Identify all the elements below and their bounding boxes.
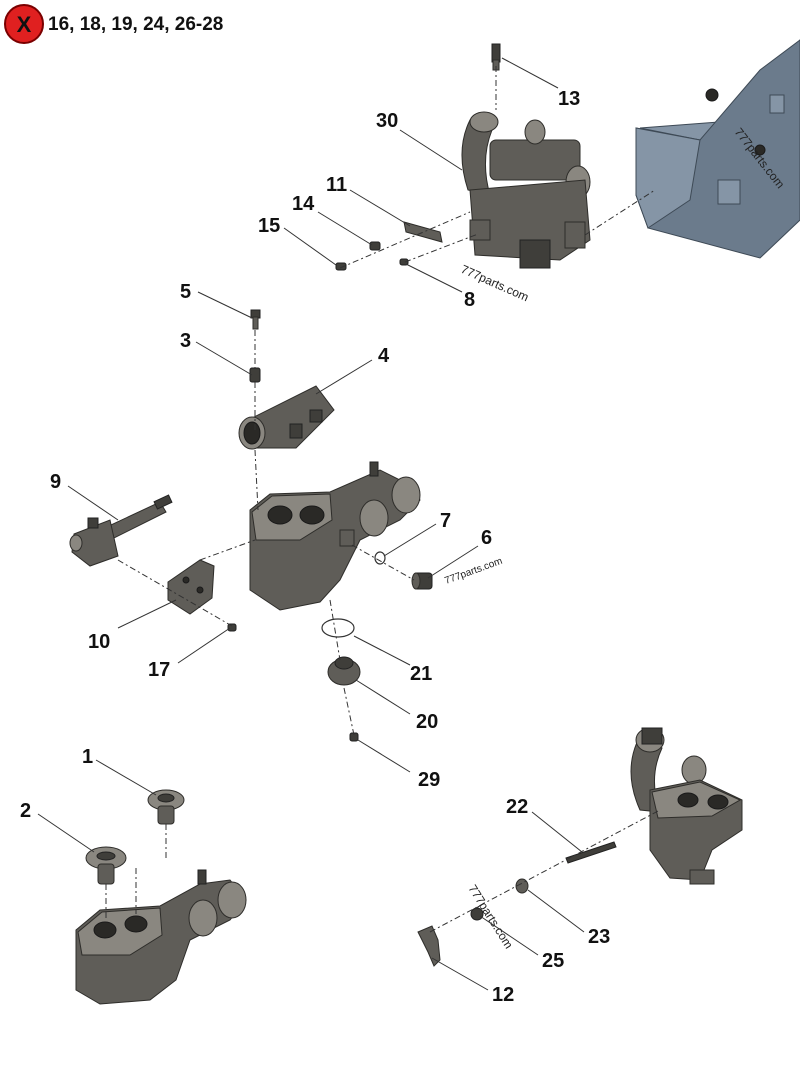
callout-2: 2: [20, 800, 31, 822]
part-14-fitting: [369, 241, 381, 251]
part-2-thermostat: [85, 846, 127, 885]
callout-23: 23: [588, 926, 610, 948]
callout-22: 22: [506, 796, 528, 818]
part-22-stud: [565, 841, 617, 864]
part-11-bracket: [403, 221, 443, 243]
part-25-nut: [470, 907, 484, 921]
callout-3: 3: [180, 330, 191, 352]
callout-30: 30: [376, 110, 398, 132]
callout-4: 4: [378, 345, 390, 367]
callout-1: 1: [82, 746, 93, 768]
part-12-bracket: [417, 925, 441, 967]
thermostat-housing-assembly-right: [630, 727, 743, 885]
excluded-badge: [4, 4, 44, 44]
callout-12: 12: [492, 984, 514, 1006]
part-17-screw: [227, 623, 237, 632]
callout-21: 21: [410, 663, 432, 685]
callout-5: 5: [180, 281, 191, 303]
thermostat-housing-middle: [249, 461, 421, 611]
part-10-hole: [196, 586, 204, 594]
part-7-oring: [374, 551, 386, 565]
callout-11: 11: [326, 174, 347, 196]
callout-9: 9: [50, 471, 61, 493]
part-10-hole: [182, 576, 190, 584]
callout-6: 6: [481, 527, 492, 549]
callout-20: 20: [416, 711, 438, 733]
callout-13: 13: [558, 88, 580, 110]
leader-lines: [37, 57, 585, 991]
part-20-cover: [327, 656, 361, 686]
part-5-bolt: [250, 309, 261, 330]
part-21-oring: [321, 618, 355, 638]
part-1-thermostat: [147, 789, 185, 825]
part-10-bracket: [167, 559, 215, 615]
assembly-lines: [105, 66, 661, 933]
callout-10: 10: [88, 631, 110, 653]
part-8-screw: [399, 258, 409, 266]
part-9-sensor: [69, 494, 173, 567]
callout-7: 7: [440, 510, 451, 532]
excluded-badge-letter: X: [17, 12, 32, 37]
callout-17: 17: [148, 659, 170, 681]
callout-14: 14: [292, 193, 315, 215]
part-15-plug: [335, 262, 347, 271]
callout-25: 25: [542, 950, 564, 972]
excluded-items-note: X 16, 18, 19, 24, 26-28: [4, 4, 223, 44]
callout-29: 29: [418, 769, 440, 791]
part-6-plug: [411, 572, 433, 590]
callout-8: 8: [464, 289, 475, 311]
engine-block-part: [635, 39, 800, 259]
watermark-text: 777parts.com: [443, 556, 504, 587]
thermostat-housing-assembly-top: [461, 111, 591, 269]
part-23-washer: [515, 878, 529, 894]
callout-15: 15: [258, 215, 280, 237]
thermostat-housing-lower: [75, 869, 247, 1005]
excluded-items-list: 16, 18, 19, 24, 26-28: [48, 14, 223, 35]
part-4-outlet-pipe: [238, 385, 335, 450]
callout-labels: 13 30 11 14 15 8 5 3 4 9 7 6 10 17 21 20…: [20, 88, 610, 1006]
